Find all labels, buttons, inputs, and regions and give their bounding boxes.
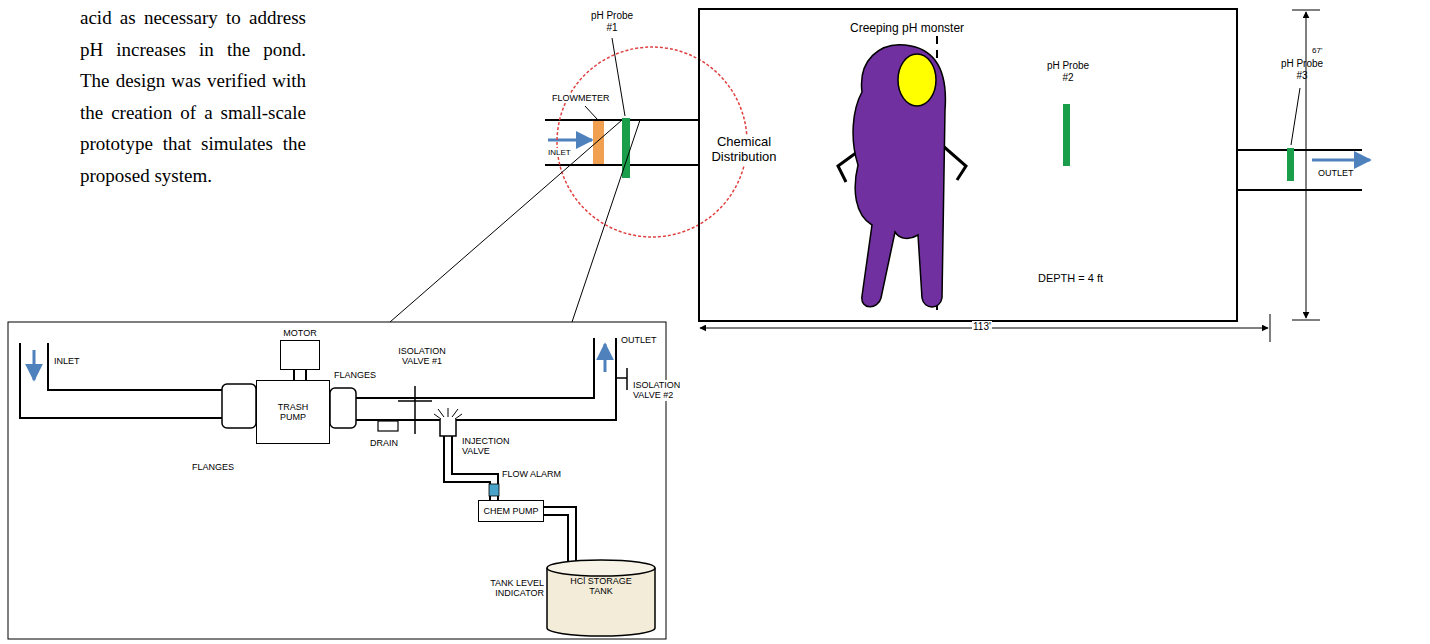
flow-alarm [489,484,499,496]
outlet-arrow [1312,159,1370,162]
tank-outline [545,558,657,638]
dimension-113 [700,314,1270,342]
pond: Chemical Distribution Creeping pH monster… [698,8,1238,322]
node-text: pH Probe #2 [1040,60,1096,83]
detail-frame [8,322,666,639]
leader-line [612,38,625,116]
flow-label: OUTLET [620,335,658,345]
part-label: ISOLATION VALVE #2 [632,380,686,401]
part-label: TANK LEVEL INDICATOR [476,578,544,599]
pipe-bore [295,370,305,380]
pipe-wall [293,370,307,380]
chem-pump-box: CHEM PUMP [478,500,544,522]
motor-box: MOTOR [280,340,320,370]
node-text: DEPTH = 4 ft [1038,272,1138,285]
flowmeter-label: FLOWMETER [551,93,611,103]
dimension-label: 67' [1311,46,1323,55]
tank-top [547,560,655,576]
inlet-arrow [33,350,36,380]
part-label: FLANGES [334,370,376,380]
trash-pump-box: TRASH PUMP [256,380,330,444]
pipe-connector [544,511,572,561]
flow-label: OUTLET [1318,168,1354,178]
node-text: TRASH PUMP [272,402,314,423]
inlet-arrow [548,139,592,142]
probe-label: pH Probe #3 [1280,58,1324,81]
flow-label: INLET [547,148,572,157]
drain [378,421,398,431]
pipe-connector [300,370,301,380]
isolation-valve [398,386,432,434]
part-label: FLANGES [192,462,234,472]
isolation-valve [617,368,627,390]
node-text: Creeping pH monster [850,22,1000,36]
ph-probe [1063,104,1070,166]
detail-inlet-pipe [34,341,226,404]
node-heading: MOTOR [283,328,316,338]
flange [330,388,356,428]
ph-probe [1287,148,1294,181]
flowmeter [593,121,604,164]
pipe-bore [544,511,572,561]
injection-valve [434,408,462,436]
leader-line [585,106,597,119]
dimension-67 [1292,10,1320,320]
monster [838,45,966,307]
detail-outlet-pipe [352,336,605,409]
probe-label: pH Probe #1 [590,10,634,33]
tank-body [547,568,655,636]
callout-line [390,120,622,322]
leader-line [1291,88,1300,145]
inlet-pipe [545,120,698,165]
part-label: ISOLATION VALVE #1 [390,346,454,367]
outlet-arrow [604,344,607,372]
node-text: CHEM PUMP [483,506,538,516]
part-label: INJECTION VALVE [462,436,516,457]
flow-label: INLET [54,356,80,366]
part-label: DRAIN [370,438,398,448]
callout-line [572,120,640,322]
storage-tank: HCl STORAGE TANK [545,558,657,638]
part-label: FLOW ALARM [502,469,561,479]
node-text: Chemical Distribution [704,135,784,165]
flange [222,384,256,428]
body-text: acid as necessary to address pH increase… [80,2,306,191]
pipe-wall [544,511,572,561]
outlet-pipe [1238,150,1362,190]
node-text: HCl STORAGE TANK [570,576,632,597]
dimension-label: 113' [972,321,992,333]
